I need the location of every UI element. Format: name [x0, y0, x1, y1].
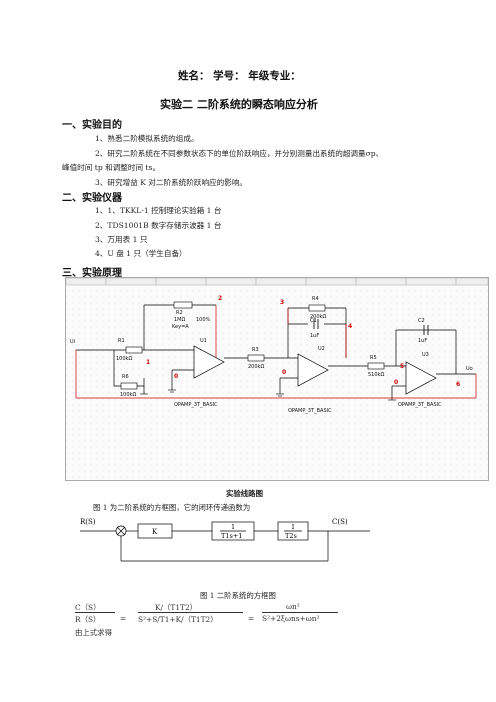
node-1: 1 [146, 359, 150, 366]
list-item: 2、TDS1001B 数字存储示波器 1 台 [95, 221, 222, 230]
formula-equals-1: = [120, 614, 127, 623]
t2-numerator: 1 [291, 523, 295, 531]
list-item: 2、研究二阶系统在不同参数状态下的单位阶跃响应，并分别测量出系统的超调量σp、 [95, 149, 384, 158]
label-r4: R4 [312, 296, 319, 302]
circuit-schematic: Ui Uo R1 100kΩ R2 1MΩ 100% Key=A U1 OPAM… [65, 277, 489, 481]
label-u1-type: OPAMP_3T_BASIC [174, 402, 218, 408]
page-title: 实验二 二阶系统的瞬态响应分析 [160, 98, 318, 111]
formula-lhs-bar [75, 612, 115, 613]
label-r3-value: 200kΩ [248, 364, 264, 370]
label-u2-type: OPAMP_3T_BASIC [288, 408, 332, 414]
label-r2: R2 [176, 310, 183, 316]
schematic-caption: 实验线路图 [226, 489, 263, 498]
u2-opamp [297, 353, 329, 387]
label-uo: Uo [466, 366, 473, 372]
label-r5: R5 [370, 355, 377, 361]
node-6: 6 [456, 381, 460, 388]
label-r2-percent: 100% [196, 317, 211, 323]
block-diagram-caption: 图 1 二阶系统的方框图 [200, 591, 276, 600]
label-ui: Ui [70, 339, 75, 345]
schematic-svg: Ui Uo R1 100kΩ R2 1MΩ 100% Key=A U1 OPAM… [65, 277, 489, 480]
gain-label: K [152, 528, 158, 536]
formula-mid-denominator: S²+S/T1+K/（T1T2） [138, 615, 218, 624]
label-r6: R6 [122, 374, 129, 380]
section-heading-instruments: 二、实验仪器 [62, 193, 122, 204]
label-u3-type: OPAMP_3T_BASIC [398, 402, 442, 408]
t1-denominator: T1s+1 [221, 532, 242, 540]
label-r2-value: 1MΩ [174, 317, 185, 323]
list-item: 1、1、TKKL-1 控制理论实验箱 1 台 [95, 206, 222, 215]
list-item: 3、研究增益 K 对二阶系统阶跃响应的影响。 [95, 178, 248, 187]
label-u3: U3 [422, 352, 429, 358]
formula-rhs-numerator: ωn² [286, 602, 300, 611]
label-r6-value: 100kΩ [120, 392, 136, 398]
t2-denominator: T2s [285, 532, 297, 540]
label-r4-value: 200kΩ [310, 314, 326, 320]
paragraph-intro: 图 1 为二阶系统的方框图，它的闭环传递函数为 [93, 503, 251, 512]
formula-lhs-numerator: C（S） [75, 603, 101, 612]
r3-resistor [247, 354, 265, 362]
node-0c: 0 [394, 379, 398, 386]
list-item: 3、万用表 1 只 [95, 235, 148, 244]
node-3: 3 [280, 299, 284, 306]
formula-mid-numerator: K/（T1T2） [155, 603, 198, 612]
block-input-label: R(S) [80, 518, 96, 526]
student-info-line: 姓名： 学号： 年级专业： [178, 70, 301, 82]
label-r1: R1 [118, 338, 125, 344]
node-5: 5 [400, 363, 404, 370]
block-output-label: C(S) [332, 518, 348, 526]
formula-mid-bar [138, 612, 243, 613]
label-c2: C2 [418, 318, 425, 324]
r6-resistor [120, 382, 138, 390]
node-4: 4 [348, 323, 352, 330]
formula-lhs-denominator: R（S） [75, 615, 101, 624]
node-2: 2 [218, 295, 222, 302]
label-u2: U2 [318, 346, 325, 352]
r2-potentiometer [173, 301, 193, 309]
label-u1: U1 [200, 338, 207, 344]
formula-rhs-denominator: S²+2ξωns+ωn² [262, 614, 320, 623]
block-diagram: R(S) C(S) K 1 T1s+1 1 T2s [78, 513, 378, 569]
formula-equals-2: = [248, 614, 255, 623]
label-r3: R3 [252, 347, 259, 353]
list-item: 峰值时间 tp 和调整时间 ts。 [62, 163, 161, 172]
section-heading-principle: 三、实验原理 [62, 268, 122, 279]
label-r2-key: Key=A [172, 324, 189, 330]
node-0b: 0 [282, 369, 286, 376]
label-c1: C1 [310, 318, 317, 324]
t1-numerator: 1 [231, 523, 235, 531]
label-c1-value: 1uF [310, 333, 319, 339]
list-item: 1、熟悉二阶模拟系统的组成。 [95, 134, 199, 143]
block-diagram-svg: R(S) C(S) K 1 T1s+1 1 T2s [80, 518, 370, 562]
section-heading-objectives: 一、实验目的 [62, 120, 122, 131]
list-item: 4、U 盘 1 只（学生自备） [95, 249, 187, 258]
r4-resistor [308, 304, 326, 312]
label-c2-value: 1uF [418, 338, 427, 344]
label-r1-value: 100kΩ [116, 356, 132, 362]
footer-text: 由上式求得 [75, 628, 112, 637]
formula-rhs-bar [262, 612, 338, 613]
u3-opamp [405, 361, 437, 395]
label-r5-value: 510kΩ [368, 372, 384, 378]
u1-opamp [193, 345, 225, 379]
r5-resistor [367, 362, 385, 370]
r1-resistor [125, 346, 143, 354]
node-0a: 0 [174, 373, 178, 380]
